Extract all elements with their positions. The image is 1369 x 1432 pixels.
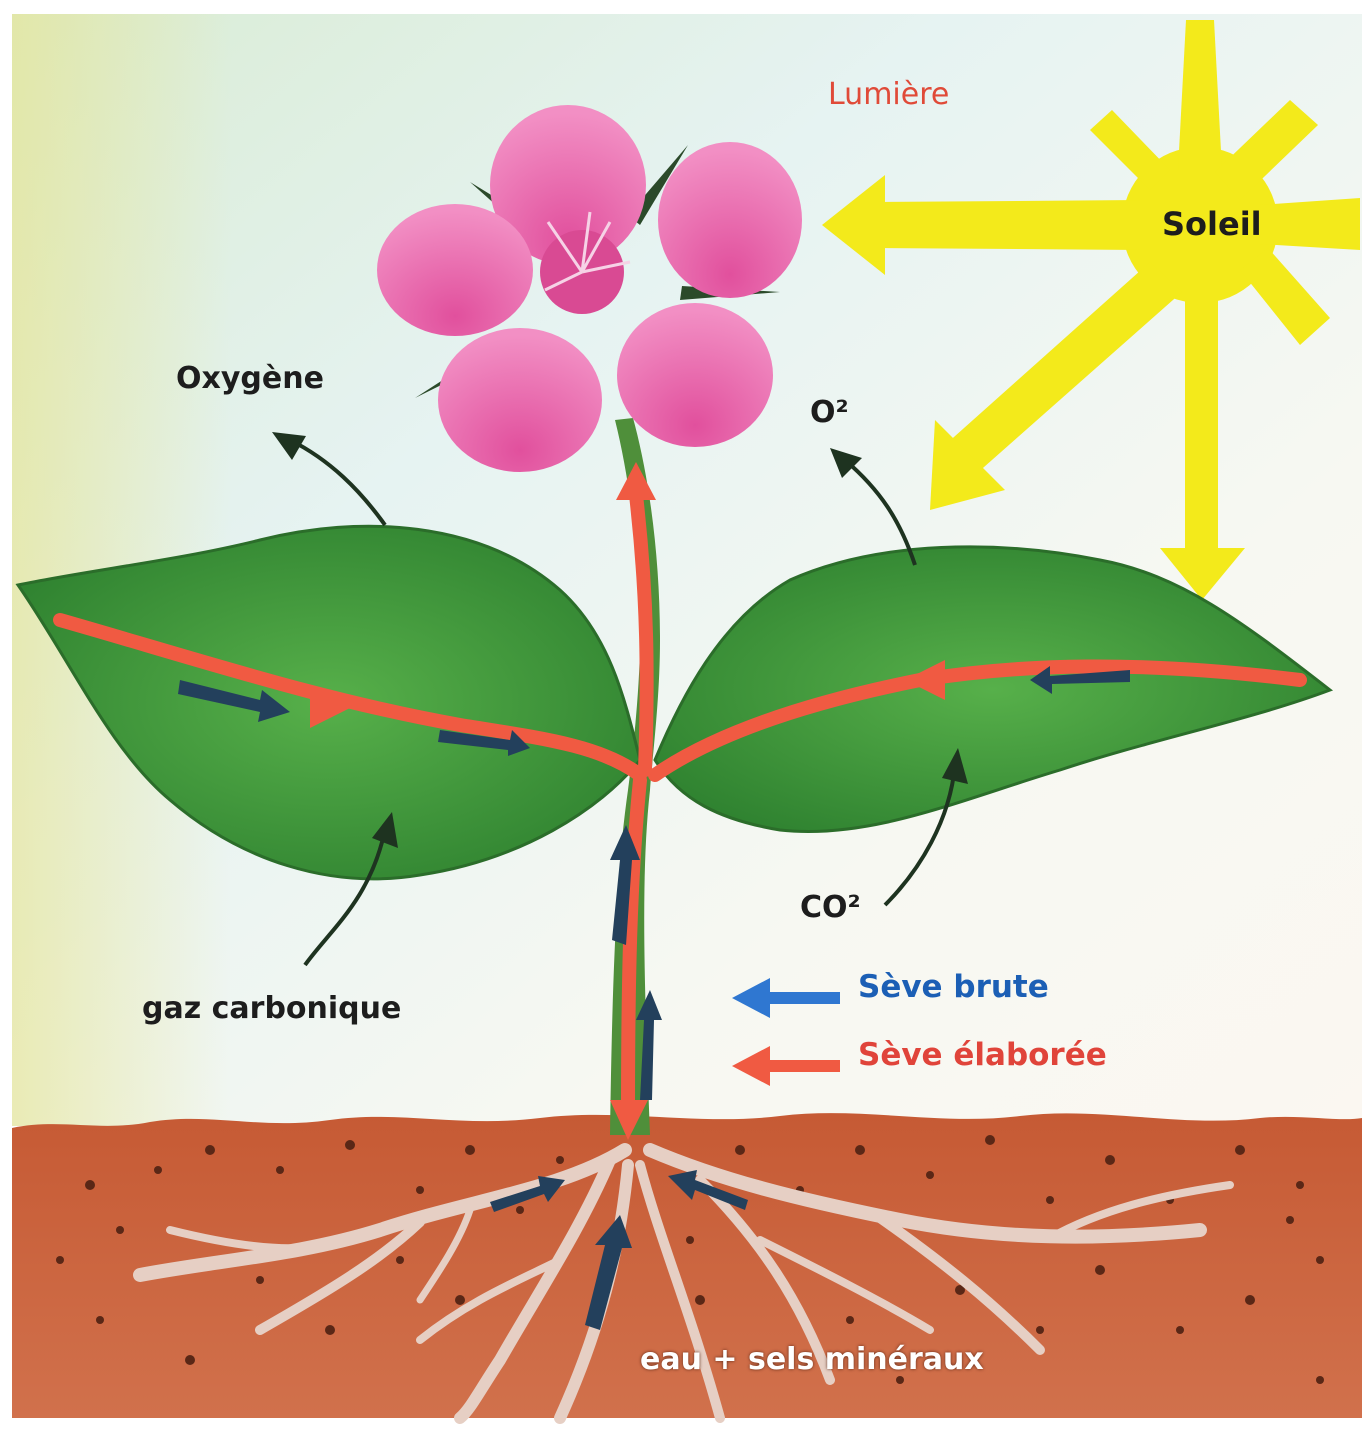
sun-label: Soleil [1162, 208, 1262, 240]
raw-sap-legend-label: Sève brute [858, 972, 1049, 1003]
elaborated-sap-legend-label: Sève élaborée [858, 1040, 1107, 1071]
light-label: Lumière [828, 80, 949, 110]
petal-bottom-left [438, 328, 602, 472]
oxygen-label: Oxygène [176, 364, 324, 394]
water-minerals-label: eau + sels minéraux [640, 1345, 984, 1375]
sun-ray-left-shaft [880, 200, 1140, 250]
o2-label: O² [810, 398, 849, 428]
sun-ray-down-shaft [1185, 270, 1218, 550]
petal-right [658, 142, 802, 298]
co2-label: CO² [800, 893, 861, 923]
sun-ray-right [1260, 198, 1360, 250]
petal-left [377, 204, 533, 336]
carbon-dioxide-label: gaz carbonique [142, 994, 401, 1024]
petal-bottom-right [617, 303, 773, 447]
